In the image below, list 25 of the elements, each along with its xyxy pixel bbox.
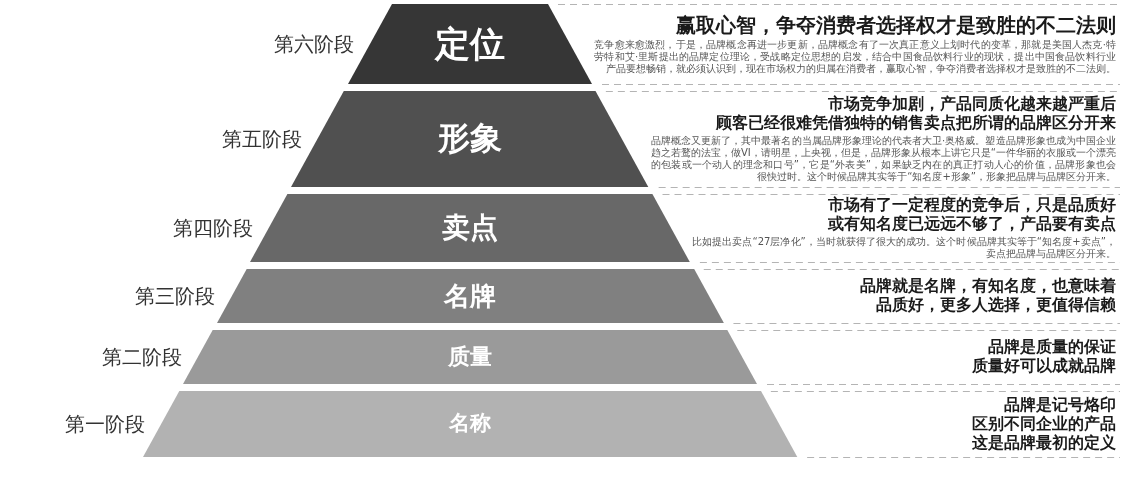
description-heading: 市场竞争加剧，产品同质化越来越严重后顾客已经很难凭借独特的销售卖点把所谓的品牌区分开来 — [716, 95, 1116, 133]
pyramid-tier — [250, 194, 690, 262]
pyramid-tier — [183, 330, 757, 384]
description-heading: 赢取心智，争夺消费者选择权才是致胜的不二法则 — [676, 13, 1116, 37]
tier-title: 形象 — [438, 121, 502, 157]
tier-title: 定位 — [435, 24, 505, 64]
description-text: 品牌概念又更新了，其中最著名的当属品牌形象理论的代表者大卫·奥格威。塑造品牌形象也成为中国企业趋之若鹜的法宝，做VI，请明星，上央视，但是，品牌形象从根本上讲它只是“一件华丽的衣服或一个漂亮的包装或一个动人的理念和口号”，它是“外表美”，如果缺乏内在的真正打动人心的价值，品牌形象也会很快过时。这个时候品牌其实等于“知名度+形象”，形象把品牌与品牌区分开来。 — [650, 135, 1116, 183]
description-heading: 品牌是记号烙印区别不同企业的产品这是品牌最初的定义 — [972, 395, 1116, 453]
description-text: 比如提出卖点“27层净化”，当时就获得了很大的成功。这个时候品牌其实等于“知名度+卖点”，卖点把品牌与品牌区分开来。 — [692, 236, 1116, 260]
stage-label: 第四阶段 — [172, 216, 253, 240]
tier-title: 名牌 — [444, 281, 496, 311]
stage-label: 第一阶段 — [65, 412, 145, 436]
description-heading: 品牌就是名牌，有知名度，也意味着品质好，更多人选择，更值得信赖 — [860, 277, 1116, 315]
tier-title: 卖点 — [442, 212, 498, 244]
stage-label: 第五阶段 — [221, 127, 302, 151]
stage-label: 第二阶段 — [101, 345, 182, 369]
pyramid-tier — [142, 391, 798, 457]
description-heading: 市场有了一定程度的竞争后，只是品质好或有知名度已远远不够了，产品要有卖点 — [828, 196, 1116, 234]
tier-title: 名称 — [449, 412, 491, 436]
stage-label: 第三阶段 — [135, 284, 216, 308]
stage-label: 第六阶段 — [274, 32, 354, 56]
description-text: 竞争愈来愈激烈，于是，品牌概念再进一步更新，品牌概念有了一次真正意义上划时代的变革，那就是美国人杰克·特劳特和艾·里斯提出的品牌定位理论，受战略定位思想的启发，结合中国食品饮料行业的现状，提出中国食品饮料行业产品要想畅销，就必须认识到，现在市场权力的归属在消费者，赢取心智，争夺消费者选择权才是致胜的不二法则。 — [594, 39, 1116, 75]
pyramid-tier — [216, 269, 724, 323]
tier-title: 质量 — [448, 344, 492, 370]
description-heading: 品牌是质量的保证质量好可以成就品牌 — [972, 338, 1116, 376]
